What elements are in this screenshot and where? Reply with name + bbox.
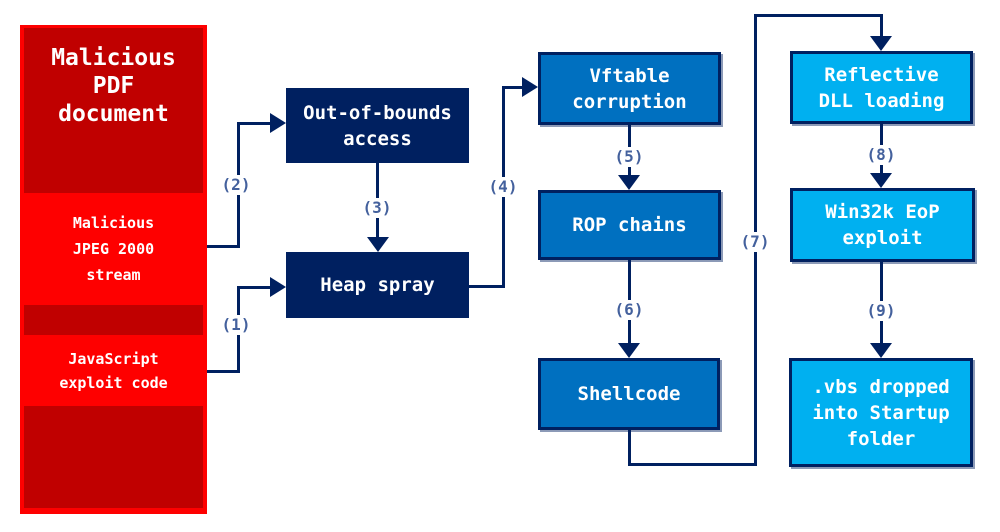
- edge-4-line: [502, 86, 524, 89]
- edge-4-label: (4): [486, 177, 520, 197]
- malicious-pdf-document: Malicious PDF document Malicious JPEG 20…: [20, 25, 207, 514]
- edge-2-line: [237, 122, 273, 125]
- node-vftable-corruption-label: Vftable corruption: [572, 64, 687, 113]
- edge-1-arrowhead: [270, 277, 286, 297]
- node-shellcode: Shellcode: [538, 358, 720, 430]
- edge-7-line: [628, 463, 757, 466]
- edge-7-line: [880, 14, 883, 38]
- edge-2-arrowhead: [270, 113, 286, 133]
- edge-4-line: [469, 285, 505, 288]
- javascript-exploit-code-label: JavaScript exploit code: [59, 349, 168, 392]
- edge-6-label: (6): [612, 300, 646, 320]
- jpeg-2000-stream-label: Malicious JPEG 2000 stream: [72, 214, 155, 284]
- node-out-of-bounds-access-label: Out-of-bounds access: [303, 101, 452, 150]
- edge-6-arrowhead: [618, 343, 640, 358]
- node-heap-spray-label: Heap spray: [320, 274, 435, 296]
- document-bottom-band: [24, 406, 203, 508]
- edge-8-arrowhead: [870, 173, 892, 188]
- edge-4-arrowhead: [522, 77, 538, 97]
- edge-1-line: [207, 370, 240, 373]
- edge-8-label: (8): [864, 145, 898, 165]
- node-rop-chains: ROP chains: [538, 190, 721, 260]
- node-rop-chains-label: ROP chains: [572, 214, 687, 236]
- node-shellcode-label: Shellcode: [577, 383, 681, 405]
- node-win32k-eop-exploit-label: Win32k EoP exploit: [825, 201, 940, 249]
- node-vftable-corruption: Vftable corruption: [538, 52, 721, 125]
- edge-1-line: [237, 286, 273, 289]
- edge-9-arrowhead: [870, 343, 892, 358]
- pdf-document-title: Malicious PDF document: [51, 45, 176, 127]
- edge-5-arrowhead: [618, 175, 640, 190]
- node-reflective-dll-loading-label: Reflective DLL loading: [818, 63, 945, 112]
- edge-7-arrowhead: [870, 36, 892, 51]
- edge-7-line: [754, 14, 883, 17]
- edge-5-label: (5): [612, 147, 646, 167]
- node-out-of-bounds-access: Out-of-bounds access: [286, 88, 469, 163]
- node-vbs-startup-folder: .vbs dropped into Startup folder: [789, 358, 973, 467]
- document-divider-band: [24, 305, 203, 335]
- node-heap-spray: Heap spray: [286, 252, 469, 318]
- node-vbs-startup-folder-label: .vbs dropped into Startup folder: [812, 375, 950, 450]
- node-win32k-eop-exploit: Win32k EoP exploit: [790, 188, 975, 262]
- edge-3-label: (3): [360, 198, 394, 218]
- pdf-document-header: Malicious PDF document: [24, 28, 203, 193]
- edge-3-arrowhead: [367, 237, 389, 252]
- edge-7-label: (7): [738, 232, 772, 252]
- edge-2-label: (2): [219, 175, 253, 195]
- edge-9-label: (9): [864, 301, 898, 321]
- node-reflective-dll-loading: Reflective DLL loading: [790, 51, 973, 124]
- edge-7-line: [628, 430, 631, 466]
- edge-1-label: (1): [219, 315, 253, 335]
- edge-2-line: [207, 245, 240, 248]
